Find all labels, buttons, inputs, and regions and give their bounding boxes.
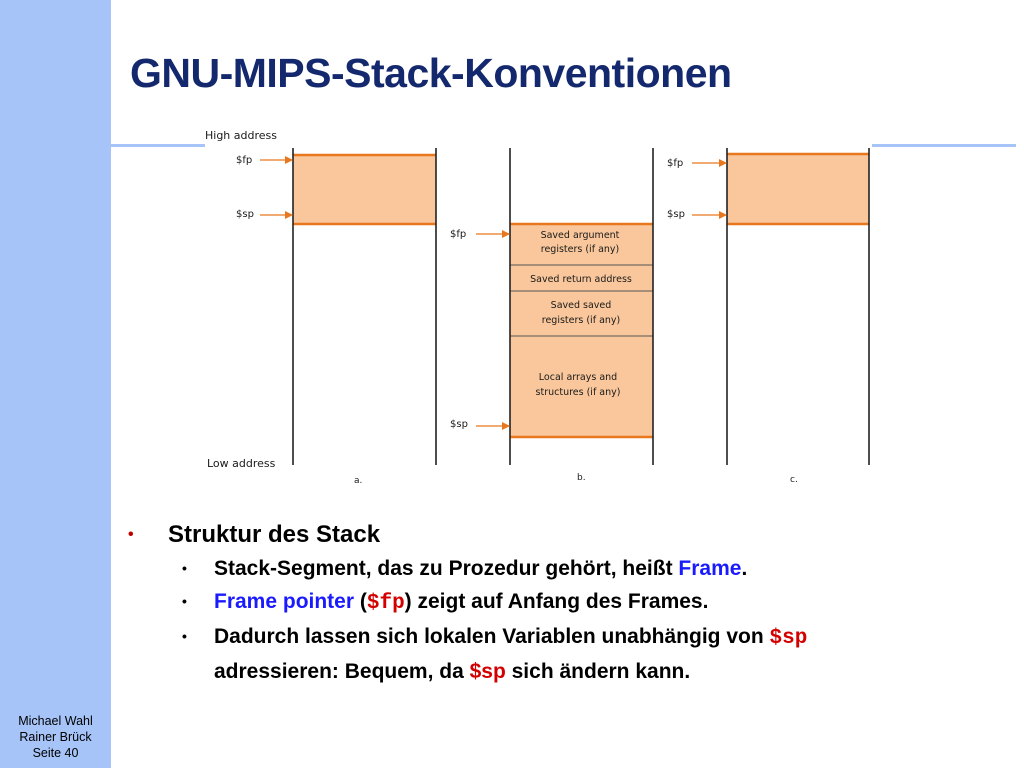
sp-code: $sp — [769, 627, 808, 650]
frame-pointer-term: Frame pointer — [214, 590, 355, 613]
bullet-frame: • Stack-Segment, das zu Prozedur gehört,… — [128, 552, 1008, 585]
block-return-address: Saved return address — [530, 274, 632, 285]
fp-label-b: $fp — [450, 229, 466, 240]
frame-c — [727, 154, 869, 224]
bullet-local-end: sich ändern kann. — [505, 660, 691, 683]
slide-title: GNU-MIPS-Stack-Konventionen — [130, 50, 732, 96]
bullet-marker: • — [182, 628, 187, 644]
bullet-fp-open: ( — [354, 590, 367, 613]
bullet-main: • Struktur des Stack — [128, 518, 1008, 552]
sp-term: $sp — [469, 660, 506, 683]
bullet-frame-end: . — [741, 557, 748, 580]
caption-c: c. — [790, 475, 798, 485]
block-saved-line1: Saved saved — [551, 300, 612, 311]
block-saved-line2: registers (if any) — [542, 315, 621, 326]
sidebar — [0, 0, 111, 768]
author-2: Rainer Brück — [19, 730, 92, 744]
bullet-frame-pointer: • Frame pointer ($fp) zeigt auf Anfang d… — [128, 585, 1008, 620]
author-1: Michael Wahl — [18, 714, 93, 728]
sp-label-c: $sp — [667, 209, 685, 220]
stack-diagram: High address Low address $fp $sp a. $fp … — [205, 129, 870, 486]
bullet-fp-rest: ) zeigt auf Anfang des Frames. — [404, 590, 709, 613]
title-rule-right — [872, 144, 1016, 147]
low-address-label: Low address — [207, 457, 276, 470]
frame-a — [293, 155, 436, 224]
bullet-local-line2: adressieren: Bequem, da — [214, 660, 470, 683]
bullet-marker: • — [182, 593, 187, 609]
sp-label-a: $sp — [236, 209, 254, 220]
frame-term: Frame — [678, 557, 742, 580]
frame-b — [510, 224, 653, 437]
bullet-marker: • — [128, 526, 134, 543]
bullet-marker: • — [182, 560, 187, 576]
sp-label-b: $sp — [450, 419, 468, 430]
caption-b: b. — [577, 473, 586, 483]
title-rule-left — [0, 144, 205, 147]
high-address-label: High address — [205, 129, 277, 142]
fp-label-c: $fp — [667, 158, 683, 169]
bullet-local-vars: • Dadurch lassen sich lokalen Variablen … — [128, 620, 1008, 688]
block-args-line1: Saved argument — [541, 230, 620, 241]
bullet-frame-text: Stack-Segment, das zu Prozedur gehört, h… — [214, 557, 679, 580]
block-args-line2: registers (if any) — [541, 244, 620, 255]
block-local-line1: Local arrays and — [539, 372, 617, 383]
fp-code: $fp — [366, 592, 405, 615]
bullet-local-text: Dadurch lassen sich lokalen Variablen un… — [214, 625, 770, 648]
caption-a: a. — [354, 476, 362, 486]
page-number: Seite 40 — [32, 746, 79, 760]
bullet-list: • Struktur des Stack • Stack-Segment, da… — [128, 518, 1008, 688]
fp-label-a: $fp — [236, 155, 252, 166]
bullet-main-text: Struktur des Stack — [168, 521, 381, 548]
block-local-line2: structures (if any) — [536, 387, 621, 398]
slide-footer: Michael Wahl Rainer Brück Seite 40 — [0, 713, 111, 761]
